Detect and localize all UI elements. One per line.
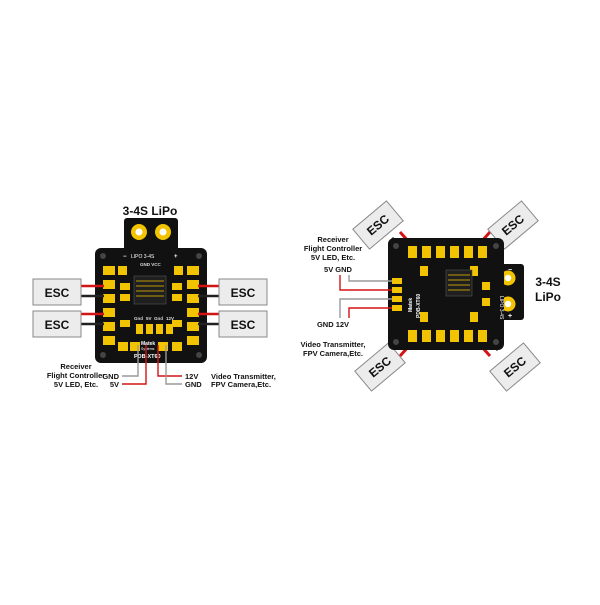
right-callout-bottom-pins: GND 12V bbox=[317, 320, 349, 329]
right-esc-ne: ESC bbox=[487, 200, 539, 250]
left-plus-sign: + bbox=[174, 254, 178, 260]
left-pin-silk-3: 12V bbox=[166, 316, 174, 321]
left-output-wires bbox=[122, 345, 182, 385]
right-callout-bottom-line-1: FPV Camera,Etc. bbox=[303, 349, 363, 358]
left-gnd-vcc-silk: GND VCC bbox=[140, 262, 162, 267]
right-output-wires bbox=[339, 275, 392, 318]
right-callout-bottom-line-0: Video Transmitter, bbox=[301, 340, 366, 349]
right-diagram: ESC ESC ESC ESC bbox=[301, 200, 561, 392]
right-minus-sign: − bbox=[508, 267, 512, 274]
left-esc-west-top: ESC bbox=[32, 278, 82, 306]
left-callout-right-line-0: Video Transmitter, bbox=[211, 372, 276, 381]
left-esc-wires-west bbox=[80, 284, 220, 326]
right-callout-top-line-0: Receiver bbox=[317, 235, 348, 244]
left-callout-12v: 12V bbox=[185, 372, 198, 381]
right-callout-top-line-2: 5V LED, Etc. bbox=[311, 253, 355, 262]
right-pin-header bbox=[392, 278, 402, 311]
right-title-line-2: LiPo bbox=[535, 290, 561, 304]
left-title: 3-4S LiPo bbox=[123, 204, 178, 218]
right-plus-sign: + bbox=[508, 313, 512, 320]
left-callout-right-line-1: FPV Camera,Etc. bbox=[211, 380, 271, 389]
esc-label: ESC bbox=[45, 286, 70, 300]
left-pin-silk-1: 5V bbox=[146, 316, 152, 321]
right-callout-top-line-1: Flight Controller bbox=[304, 244, 362, 253]
left-callout-line-1: Flight Controller bbox=[47, 371, 105, 380]
right-brand: Matek bbox=[408, 298, 414, 312]
left-esc-east-bottom: ESC bbox=[218, 310, 268, 338]
right-esc-se: ESC bbox=[489, 342, 541, 392]
right-model: PDB-XT60 bbox=[416, 294, 422, 318]
left-solder-pads bbox=[103, 266, 199, 351]
left-pin-silk-2: Gnd bbox=[154, 316, 163, 321]
left-callout-gnd: GND bbox=[102, 372, 119, 381]
left-callout-line-0: Receiver bbox=[60, 362, 91, 371]
esc-label: ESC bbox=[231, 318, 256, 332]
esc-label: ESC bbox=[45, 318, 70, 332]
left-callout-5v: 5V bbox=[110, 380, 119, 389]
left-callout-line-2: 5V LED, Etc. bbox=[54, 380, 98, 389]
right-title-line-1: 3-4S bbox=[535, 275, 560, 289]
esc-label: ESC bbox=[231, 286, 256, 300]
left-diagram: 3-4S LiPo − LIPO 3-4S + bbox=[32, 204, 276, 389]
left-model: PDB-XT60 bbox=[134, 354, 161, 360]
left-pad-label: LIPO 3-4S bbox=[131, 254, 155, 260]
left-pin-silk-0: Gnd bbox=[134, 316, 143, 321]
left-esc-east-top: ESC bbox=[218, 278, 268, 306]
right-esc-nw: ESC bbox=[352, 200, 404, 250]
left-esc-west-bottom: ESC bbox=[32, 310, 82, 338]
right-solder-pads bbox=[408, 246, 490, 342]
left-pcb bbox=[95, 248, 207, 363]
left-brand-sub: Systems bbox=[141, 347, 155, 351]
left-pin-header bbox=[136, 324, 173, 334]
left-minus-sign: − bbox=[123, 254, 127, 260]
left-brand: Matek bbox=[141, 341, 155, 347]
right-pad-label: LIPO 3-4S bbox=[498, 296, 504, 320]
left-callout-gnd-right: GND bbox=[185, 380, 202, 389]
right-esc-sw: ESC bbox=[354, 342, 406, 392]
left-regulator-chip bbox=[133, 275, 167, 305]
right-regulator-chip bbox=[445, 269, 473, 297]
right-callout-top-pins: 5V GND bbox=[324, 265, 353, 274]
